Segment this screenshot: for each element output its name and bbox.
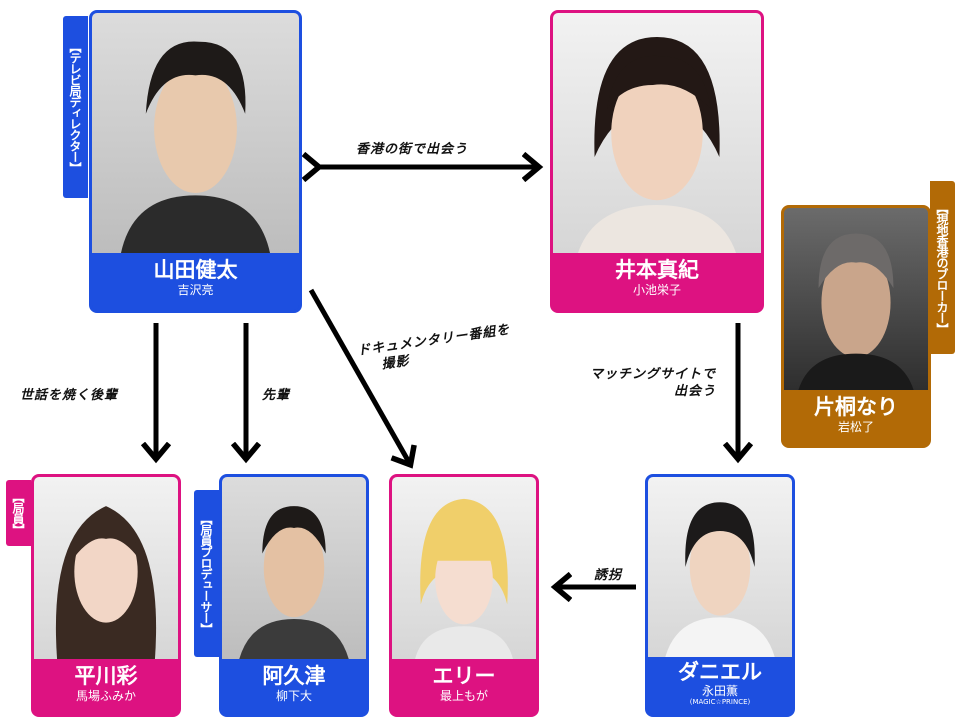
role-tag-hirakawa: 【局員】 bbox=[6, 480, 31, 546]
actor-katagiri: 岩松了 bbox=[837, 420, 874, 434]
role-tag-yamada: 【テレビ局ディレクター】 bbox=[63, 16, 88, 198]
label-kidnap: 誘拐 bbox=[594, 568, 623, 583]
label-meet-street: 香港の街で出会う bbox=[356, 142, 469, 157]
label-senior: 先輩 bbox=[262, 388, 291, 403]
label-block-yamada: 山田健太 吉沢亮 bbox=[92, 253, 299, 310]
card-daniel: ダニエル 永田薫 (MAGIC☆PRINCE) bbox=[645, 474, 795, 717]
card-katagiri: 片桐なり 岩松了 bbox=[781, 205, 931, 448]
name-hirakawa: 平川彩 bbox=[74, 664, 138, 688]
actor-hirakawa: 馬場ふみか bbox=[75, 689, 136, 703]
actor-imoto: 小池栄子 bbox=[632, 283, 681, 297]
photo-akutsu bbox=[222, 477, 366, 659]
label-matching-line1: マッチングサイトで bbox=[590, 367, 717, 382]
label-block-katagiri: 片桐なり 岩松了 bbox=[784, 390, 928, 445]
card-elly: エリー 最上もが bbox=[389, 474, 539, 717]
label-block-hirakawa: 平川彩 馬場ふみか bbox=[34, 659, 178, 714]
photo-hirakawa bbox=[34, 477, 178, 659]
name-akutsu: 阿久津 bbox=[262, 664, 326, 688]
card-imoto: 井本真紀 小池栄子 bbox=[550, 10, 764, 313]
name-katagiri: 片桐なり bbox=[814, 395, 898, 419]
label-block-elly: エリー 最上もが bbox=[392, 659, 536, 714]
photo-elly bbox=[392, 477, 536, 659]
card-yamada: 山田健太 吉沢亮 bbox=[89, 10, 302, 313]
actor-note-daniel: (MAGIC☆PRINCE) bbox=[689, 698, 751, 706]
label-junior: 世話を焼く後輩 bbox=[20, 388, 119, 403]
name-daniel: ダニエル bbox=[678, 660, 762, 684]
photo-katagiri bbox=[784, 208, 928, 390]
label-matching-line2: 出会う bbox=[674, 384, 717, 399]
actor-akutsu: 柳下大 bbox=[275, 689, 312, 703]
card-akutsu: 阿久津 柳下大 bbox=[219, 474, 369, 717]
photo-daniel bbox=[648, 477, 792, 657]
name-yamada: 山田健太 bbox=[153, 258, 238, 282]
name-imoto: 井本真紀 bbox=[615, 258, 699, 282]
label-block-akutsu: 阿久津 柳下大 bbox=[222, 659, 366, 714]
label-matching: マッチングサイトで 出会う bbox=[590, 366, 716, 400]
actor-elly: 最上もが bbox=[439, 689, 488, 703]
card-hirakawa: 平川彩 馬場ふみか bbox=[31, 474, 181, 717]
label-block-imoto: 井本真紀 小池栄子 bbox=[553, 253, 761, 310]
arrow-yamada-to-elly bbox=[308, 288, 410, 464]
name-elly: エリー bbox=[432, 664, 496, 688]
role-tag-akutsu: 【局員プロデューサー】 bbox=[194, 490, 219, 657]
photo-yamada bbox=[92, 13, 299, 253]
label-block-daniel: ダニエル 永田薫 (MAGIC☆PRINCE) bbox=[648, 657, 792, 714]
actor-yamada: 吉沢亮 bbox=[177, 283, 214, 297]
photo-imoto bbox=[553, 13, 761, 253]
actor-daniel: 永田薫 bbox=[701, 684, 738, 698]
role-tag-katagiri: 【現地香港のブローカー】 bbox=[930, 181, 955, 354]
